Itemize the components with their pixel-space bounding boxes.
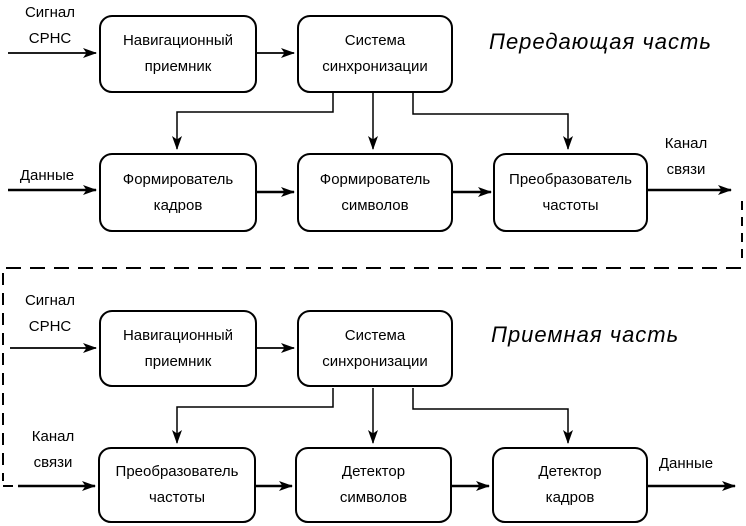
block-tx-frame-former-label: Формирователь кадров	[122, 170, 234, 214]
tx-data-input-label: Данные	[19, 167, 75, 184]
tx-connectors	[8, 48, 732, 197]
block-tx-sync-system: Система синхронизации	[297, 15, 453, 93]
block-rx-freq-converter: Преобразователь частоты	[98, 447, 256, 523]
rx-section-title: Приемная часть	[491, 322, 680, 347]
rx-channel-input-label: Канал связи	[31, 428, 75, 471]
block-rx-nav-receiver-label: Навигационный приемник	[122, 326, 234, 370]
rx-connectors	[10, 343, 736, 491]
block-rx-nav-receiver: Навигационный приемник	[99, 310, 257, 387]
arrow-tx-sync-to-frame-former	[172, 93, 334, 150]
block-rx-symbol-detector: Детектор символов	[295, 447, 452, 523]
block-tx-sync-system-label: Система синхронизации	[322, 32, 428, 75]
arrow-rx-sync-to-frame-detector	[412, 388, 573, 444]
tx-channel-output-label: Канал связи	[664, 135, 708, 178]
block-rx-sync-system: Система синхронизации	[297, 310, 453, 387]
block-tx-frame-former: Формирователь кадров	[99, 153, 257, 232]
rx-signal-input-label: Сигнал СРНС	[24, 292, 76, 335]
block-tx-nav-receiver-label: Навигационный приемник	[122, 32, 234, 75]
block-tx-freq-converter-label: Преобразователь частоты	[509, 170, 632, 214]
dashed-separators	[2, 201, 746, 487]
block-tx-symbol-former: Формирователь символов	[297, 153, 453, 232]
block-rx-frame-detector: Детектор кадров	[492, 447, 648, 523]
block-rx-freq-converter-label: Преобразователь частоты	[115, 463, 239, 506]
tx-section-title: Передающая часть	[489, 29, 712, 54]
tx-signal-input-label: Сигнал СРНС	[24, 4, 76, 47]
block-rx-frame-detector-label: Детектор кадров	[538, 463, 602, 506]
rx-data-output-label: Данные	[658, 455, 714, 472]
block-tx-symbol-former-label: Формирователь символов	[319, 170, 431, 214]
block-rx-sync-system-label: Система синхронизации	[322, 326, 428, 370]
arrow-tx-sync-to-freq-converter	[412, 93, 573, 150]
block-tx-nav-receiver: Навигационный приемник	[99, 15, 257, 93]
block-tx-freq-converter: Преобразователь частоты	[493, 153, 648, 232]
arrow-rx-sync-to-freq-converter	[172, 388, 334, 444]
block-rx-symbol-detector-label: Детектор символов	[339, 463, 408, 506]
